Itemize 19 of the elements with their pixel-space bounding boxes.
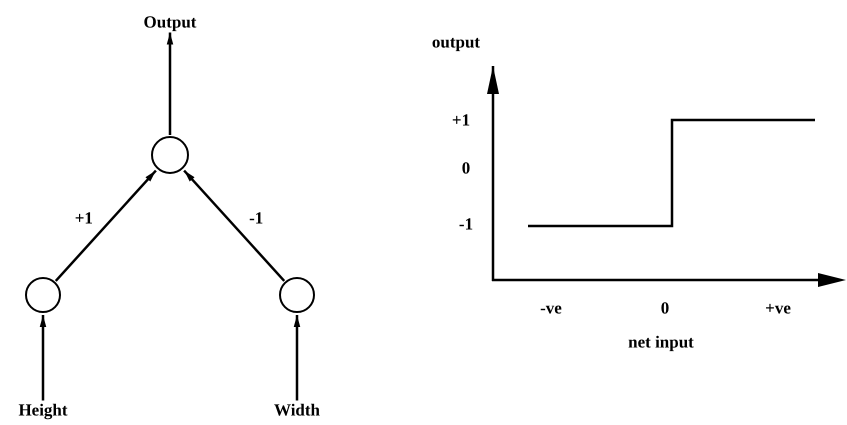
tick-label: -ve: [540, 300, 562, 316]
arrow: [166, 32, 174, 135]
arrow: [40, 315, 46, 400]
tick-label: 0: [660, 300, 670, 316]
neuron-circle: [279, 277, 315, 313]
neuron-circle: [25, 277, 61, 313]
tick-label: 0: [462, 160, 470, 176]
node-label: Output: [144, 14, 196, 30]
arrow: [54, 170, 157, 282]
axis-title: output: [432, 34, 480, 50]
axis-title: net input: [628, 334, 694, 350]
node-label: Width: [274, 402, 320, 418]
node-label: Height: [18, 402, 68, 418]
tick-label: +ve: [765, 300, 791, 316]
tick-label: +1: [452, 112, 470, 128]
arrow: [294, 315, 300, 400]
neuron-circle: [151, 136, 189, 174]
arrow: [183, 170, 286, 282]
tick-label: -1: [458, 216, 474, 232]
